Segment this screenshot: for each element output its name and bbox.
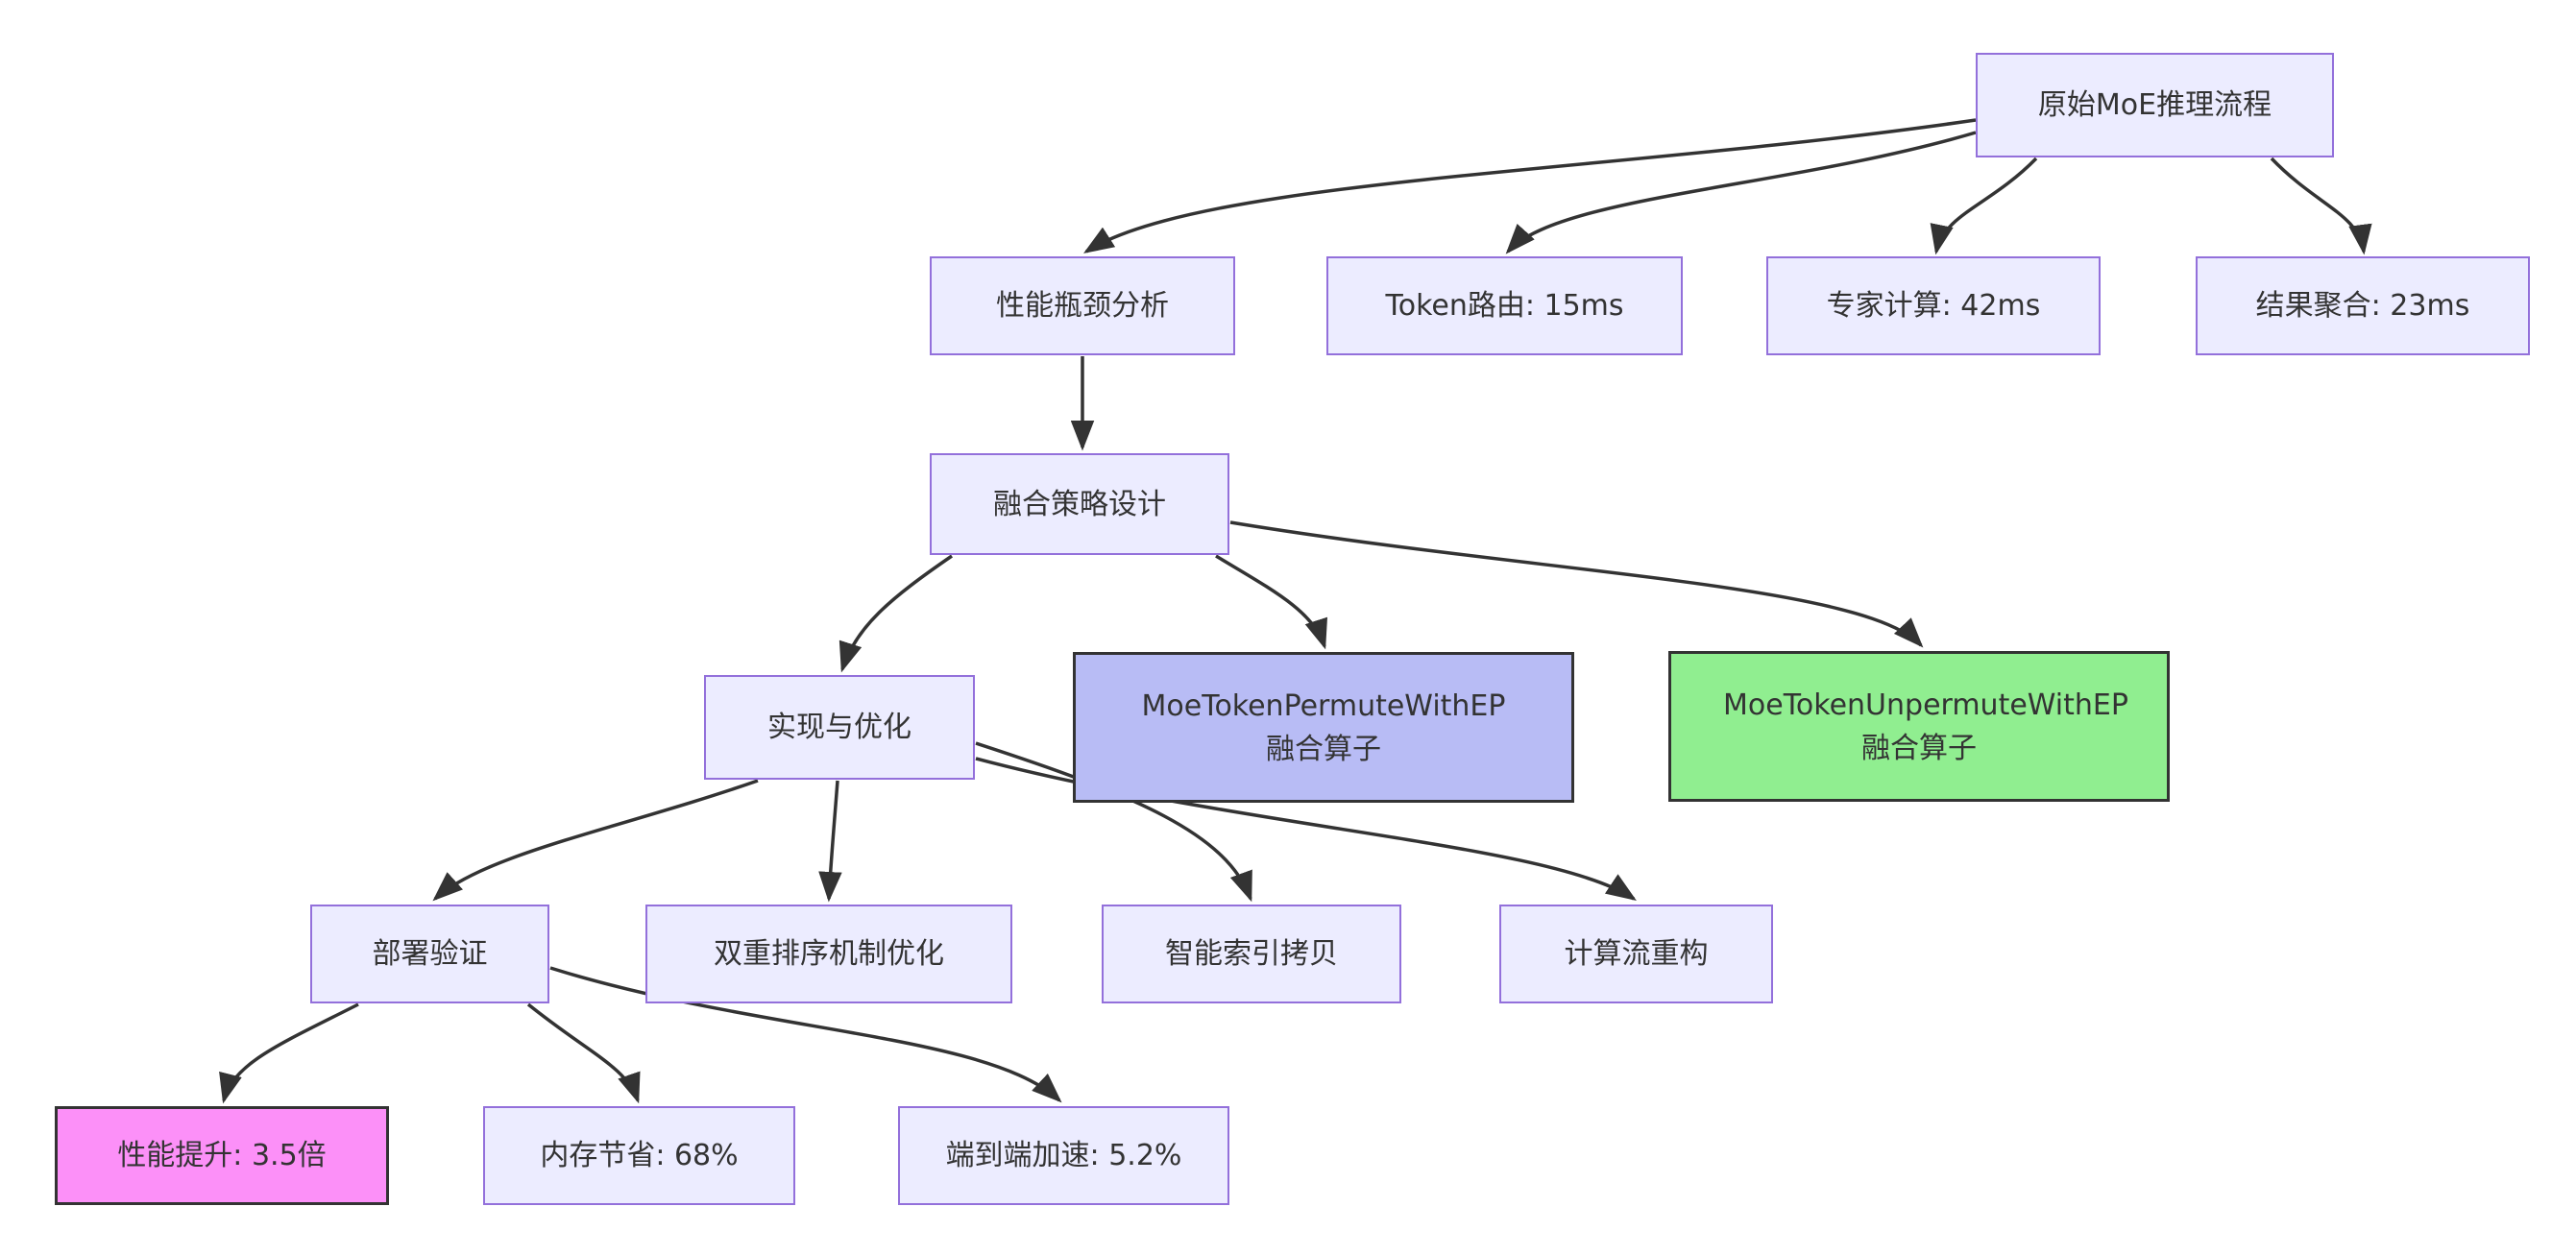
edge-deploy-e2e-speedup (549, 966, 1062, 1103)
node-token-routing: Token路由: 15ms (1326, 256, 1683, 355)
node-dual-sort: 双重排序机制优化 (645, 905, 1012, 1003)
node-root: 原始MoE推理流程 (1976, 53, 2334, 157)
node-smart-index-copy: 智能索引拷贝 (1102, 905, 1401, 1003)
node-fusion-design-label: 融合策略设计 (993, 487, 1166, 521)
node-mem-saving-label: 内存节省: 68% (540, 1139, 739, 1172)
node-stream-restructure-label: 计算流重构 (1564, 937, 1709, 971)
node-smart-index-copy-label: 智能索引拷贝 (1165, 937, 1338, 971)
node-permute-op-label: MoeTokenPermuteWithEP融合算子 (1141, 688, 1506, 766)
node-perf-gain-label: 性能提升: 3.5倍 (117, 1139, 327, 1172)
edge-impl-smart-index-copy (975, 741, 1252, 903)
node-unpermute-op: MoeTokenUnpermuteWithEP融合算子 (1668, 651, 2170, 802)
node-expert-compute: 专家计算: 42ms (1766, 256, 2101, 355)
node-e2e-speedup-label: 端到端加速: 5.2% (945, 1139, 1182, 1172)
edge-root-expert-compute (1930, 157, 2038, 255)
edge-deploy-mem-saving (526, 1002, 641, 1104)
node-deploy-verify: 部署验证 (310, 905, 549, 1003)
node-perf-gain: 性能提升: 3.5倍 (55, 1106, 389, 1205)
node-result-agg: 结果聚合: 23ms (2196, 256, 2530, 355)
edge-root-bottleneck (1083, 118, 1977, 253)
edge-fusion-impl-opt (838, 554, 953, 673)
node-fusion-design: 融合策略设计 (930, 453, 1229, 555)
node-impl-opt: 实现与优化 (704, 675, 975, 780)
node-bottleneck: 性能瓶颈分析 (930, 256, 1235, 355)
node-e2e-speedup: 端到端加速: 5.2% (898, 1106, 1229, 1205)
edge-fusion-unpermute-op (1229, 520, 1924, 648)
node-root-label: 原始MoE推理流程 (2037, 88, 2272, 122)
node-impl-opt-label: 实现与优化 (767, 711, 911, 744)
edge-impl-deploy-verify (432, 779, 759, 902)
edge-impl-dual-sort (818, 780, 842, 903)
node-stream-restructure: 计算流重构 (1499, 905, 1773, 1003)
node-permute-op: MoeTokenPermuteWithEP融合算子 (1073, 652, 1574, 803)
node-unpermute-op-label: MoeTokenUnpermuteWithEP融合算子 (1723, 688, 2128, 765)
node-token-routing-label: Token路由: 15ms (1385, 289, 1624, 323)
edge-deploy-perf-gain (219, 1002, 359, 1104)
node-bottleneck-label: 性能瓶颈分析 (996, 289, 1169, 323)
edge-root-token-routing (1505, 131, 1977, 254)
node-mem-saving: 内存节省: 68% (483, 1106, 795, 1205)
edge-fusion-permute-op (1215, 554, 1327, 650)
node-dual-sort-label: 双重排序机制优化 (714, 937, 944, 971)
node-result-agg-label: 结果聚合: 23ms (2255, 289, 2470, 323)
edge-root-result-agg (2270, 157, 2372, 255)
node-deploy-verify-label: 部署验证 (372, 937, 488, 971)
node-expert-compute-label: 专家计算: 42ms (1826, 289, 2041, 323)
